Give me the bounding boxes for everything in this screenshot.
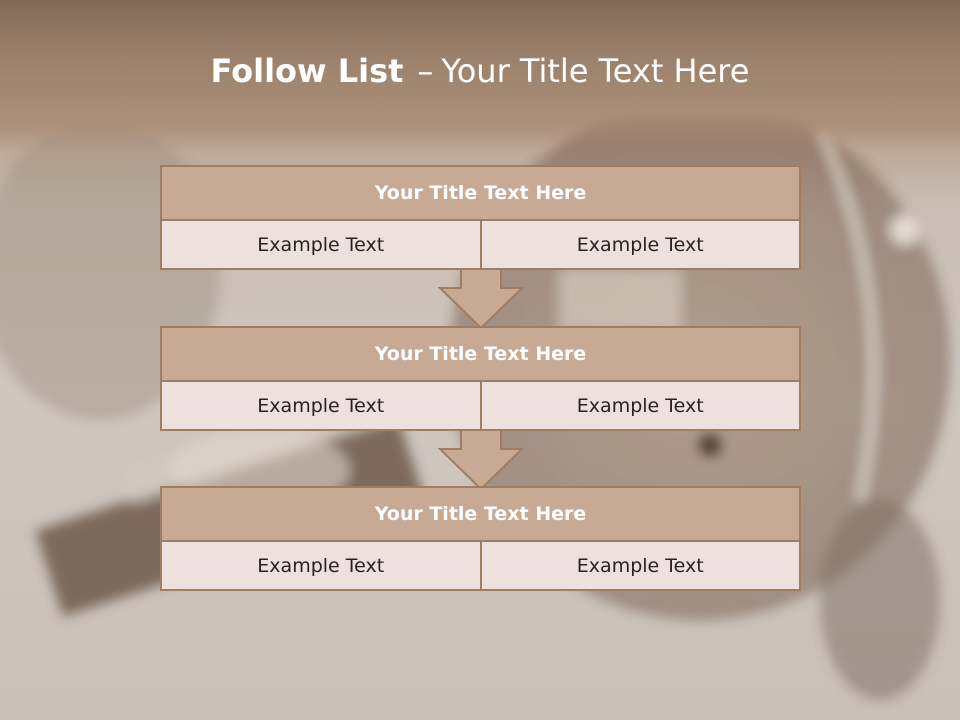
step-cell-right: Example Text (481, 382, 801, 431)
step-row: Example Text Example Text (160, 221, 801, 270)
title-rest: Your Title Text Here (441, 52, 750, 90)
title-bold: Follow List (210, 52, 404, 90)
step-row: Example Text Example Text (160, 382, 801, 431)
step-block-1: Your Title Text Here Example Text Exampl… (160, 165, 801, 270)
down-arrow-1 (438, 268, 524, 330)
header-band (0, 0, 960, 150)
down-arrow-2 (438, 429, 524, 491)
step-block-2: Your Title Text Here Example Text Exampl… (160, 326, 801, 431)
slide-title: Follow List–Your Title Text Here (0, 52, 960, 90)
step-title: Your Title Text Here (160, 165, 801, 221)
title-dash: – (417, 52, 434, 90)
step-cell-left: Example Text (160, 542, 482, 591)
step-cell-left: Example Text (160, 221, 482, 270)
step-block-3: Your Title Text Here Example Text Exampl… (160, 486, 801, 591)
step-cell-right: Example Text (481, 542, 801, 591)
step-row: Example Text Example Text (160, 542, 801, 591)
step-cell-left: Example Text (160, 382, 482, 431)
step-title: Your Title Text Here (160, 326, 801, 382)
step-cell-right: Example Text (481, 221, 801, 270)
step-title: Your Title Text Here (160, 486, 801, 542)
